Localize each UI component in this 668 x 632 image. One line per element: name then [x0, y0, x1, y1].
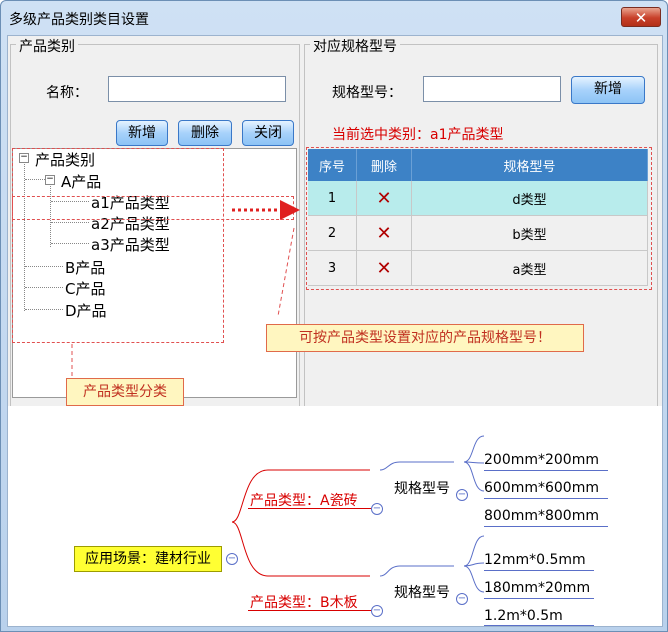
collapse-a-icon[interactable]: − [45, 174, 55, 185]
tree-highlight-frame [12, 148, 224, 343]
add-spec-button[interactable]: 新增 [571, 76, 645, 104]
spec-a-item-underline [484, 470, 608, 471]
spec-node-a-label: 规格型号 [394, 481, 450, 497]
category-callout: 产品类型分类 [66, 378, 184, 406]
arrow-icon [232, 200, 300, 220]
column-header-delete: 删除 [356, 149, 412, 181]
collapse-spec-b-icon[interactable]: − [456, 593, 468, 605]
tree-node-a[interactable]: A产品 [61, 173, 102, 191]
branch-a-underline [248, 508, 372, 509]
tree-line [50, 183, 51, 247]
callout-pointer [277, 227, 295, 317]
tree-line [51, 222, 89, 223]
column-header-spec: 规格型号 [411, 149, 648, 181]
branch-b-label: 产品类型：B木板 [250, 595, 358, 611]
spec-a-item: 800mm*800mm [484, 508, 599, 524]
spec-b-item: 1.2m*0.5m [484, 608, 563, 624]
tree-line [25, 309, 63, 310]
row-index: 3 [308, 250, 357, 286]
spec-panel-legend: 对应规格型号 [310, 36, 400, 56]
tree-node-d[interactable]: D产品 [65, 302, 107, 320]
scene-root-node: 应用场景：建材行业 [74, 546, 222, 572]
close-button[interactable]: 关闭 [242, 120, 294, 146]
collapse-branch-a-icon[interactable]: − [371, 503, 383, 515]
tree-line [25, 266, 63, 267]
category-panel-legend: 产品类别 [16, 36, 78, 56]
callout-pointer [71, 344, 73, 376]
tree-node-a3[interactable]: a3产品类型 [91, 236, 170, 254]
spec-b-item-underline [484, 625, 594, 626]
delete-row-button[interactable]: ✕ [356, 250, 412, 286]
window-title: 多级产品类别类目设置 [9, 12, 149, 28]
selected-category-text: 当前选中类别：a1产品类型 [332, 127, 504, 143]
tree-node-a1[interactable]: a1产品类型 [91, 194, 170, 212]
row-spec: d类型 [411, 181, 648, 216]
delete-x-icon[interactable]: ✕ [376, 222, 392, 244]
row-index: 2 [308, 215, 357, 251]
table-highlight-frame [306, 147, 652, 290]
tree-node-root[interactable]: 产品类别 [35, 151, 96, 169]
mindmap-lines [231, 435, 485, 593]
collapse-spec-a-icon[interactable]: − [456, 489, 468, 501]
delete-row-button[interactable]: ✕ [356, 215, 412, 251]
title-bar[interactable]: 多级产品类别类目设置 ✕ [1, 1, 667, 35]
delete-row-button[interactable]: ✕ [356, 181, 412, 216]
row-spec: a类型 [411, 250, 648, 286]
tree-line [51, 201, 89, 202]
spec-label: 规格型号： [332, 85, 402, 101]
spec-node-b-label: 规格型号 [394, 585, 450, 601]
name-label: 名称： [46, 85, 88, 101]
column-header-index: 序号 [308, 149, 357, 181]
dialog-content: 产品类别 名称： 新增 删除 关闭 − 产品类别 − A产品 a1产品类型 a2… [7, 35, 663, 627]
collapse-branch-b-icon[interactable]: − [371, 605, 383, 617]
collapse-root-node-icon[interactable]: − [226, 553, 238, 565]
name-input[interactable] [108, 76, 286, 102]
table-row[interactable]: 3 ✕ a类型 [308, 250, 648, 286]
tree-line [25, 287, 63, 288]
tree-line [24, 161, 25, 311]
delete-category-button[interactable]: 删除 [178, 120, 232, 146]
spec-input[interactable] [423, 76, 561, 102]
spec-b-item: 12mm*0.5mm [484, 552, 586, 568]
branch-b-underline [248, 610, 372, 611]
spec-a-item: 600mm*600mm [484, 480, 599, 496]
tree-line [51, 243, 89, 244]
spec-b-item: 180mm*20mm [484, 580, 591, 596]
row-spec: b类型 [411, 215, 648, 251]
close-window-button[interactable]: ✕ [621, 7, 661, 27]
spec-b-item-underline [484, 598, 594, 599]
tree-node-c[interactable]: C产品 [65, 280, 106, 298]
tree-node-b[interactable]: B产品 [65, 259, 106, 277]
spec-a-item-underline [484, 498, 608, 499]
tree-line [25, 179, 45, 180]
branch-a-label: 产品类型：A瓷砖 [250, 493, 358, 509]
table-row[interactable]: 2 ✕ b类型 [308, 215, 648, 251]
spec-table: 序号 删除 规格型号 1 ✕ d类型 2 ✕ b类型 3 ✕ [308, 149, 648, 286]
delete-x-icon[interactable]: ✕ [376, 257, 392, 279]
spec-b-item-underline [484, 570, 594, 571]
row-index: 1 [308, 181, 357, 216]
table-row[interactable]: 1 ✕ d类型 [308, 181, 648, 216]
spec-a-item: 200mm*200mm [484, 452, 599, 468]
application-scene: 应用场景：建材行业 − 产品类型：A瓷砖 − 产品类型：B木板 − 规格型号 −… [8, 406, 662, 626]
spec-setting-callout: 可按产品类型设置对应的产品规格型号！ [266, 324, 584, 352]
collapse-root-icon[interactable]: − [19, 152, 29, 163]
delete-x-icon[interactable]: ✕ [376, 187, 392, 209]
add-category-button[interactable]: 新增 [116, 120, 168, 146]
spec-a-item-underline [484, 526, 608, 527]
